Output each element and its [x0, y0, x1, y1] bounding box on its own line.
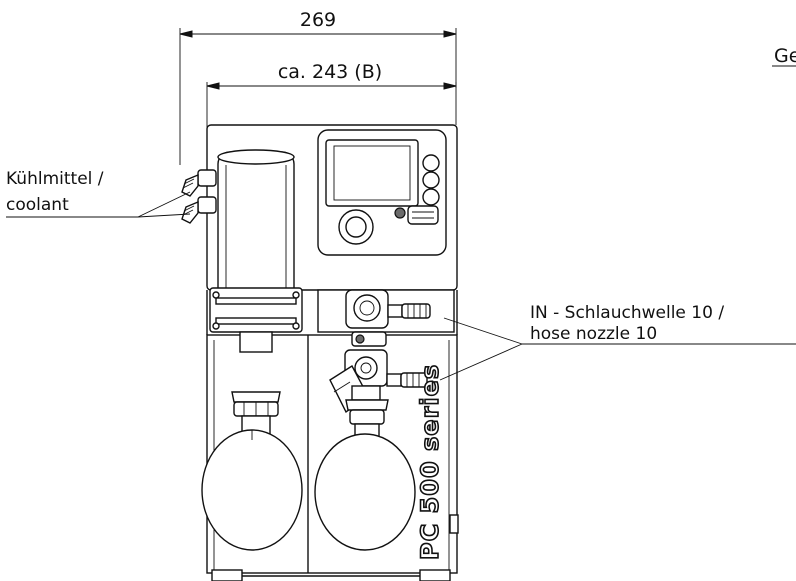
- left-flask: [201, 331, 303, 551]
- inlet-label-line2: hose nozzle 10: [530, 324, 657, 344]
- dimension-body-width: ca. 243 (B): [206, 61, 457, 165]
- inlet-label-line1: IN - Schlauchwelle 10 /: [530, 303, 724, 323]
- right-flask: [314, 385, 416, 551]
- overall-width-value: 269: [300, 9, 336, 31]
- body-width-value: ca. 243 (B): [278, 61, 382, 83]
- lower-valve: [329, 349, 428, 414]
- inlet-valve-block: [317, 289, 455, 347]
- coolant-label-line1: Kühlmittel /: [6, 169, 104, 189]
- coolant-nozzles: [181, 169, 217, 224]
- coolant-callout: Kühlmittel / coolant: [6, 169, 191, 218]
- clipped-heading: Ge: [772, 45, 796, 67]
- dimension-overall-width: 269: [179, 9, 457, 165]
- series-label: PC 500 series: [416, 364, 444, 560]
- coolant-label-line2: coolant: [6, 195, 69, 215]
- controller-panel: [317, 129, 447, 256]
- clipped-heading-text: Ge: [774, 45, 796, 67]
- inlet-callout: IN - Schlauchwelle 10 / hose nozzle 10: [439, 303, 796, 381]
- condenser: [209, 149, 303, 333]
